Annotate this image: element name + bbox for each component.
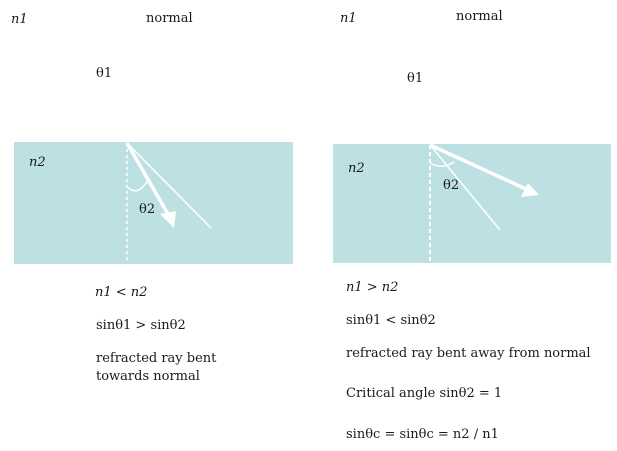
right-sine-relation: sinθ1 < sinθ2 (346, 313, 436, 328)
right-theta1-label: θ1 (407, 71, 424, 86)
right-critical-angle: Critical angle sinθ2 = 1 (346, 386, 503, 401)
left-theta2-label: θ2 (139, 202, 156, 217)
right-refracted-ray (429, 143, 527, 191)
left-theta1-label: θ1 (96, 66, 113, 81)
right-critical-formula: sinθc = sinθc = n2 / n1 (346, 427, 499, 442)
left-refracted-arrowhead (160, 211, 176, 228)
right-refracted-arrowhead (521, 183, 539, 197)
left-normal-label: normal (146, 11, 193, 26)
left-medium-n2 (14, 142, 293, 264)
right-incident-ray (429, 144, 501, 231)
right-theta2-label: θ2 (443, 178, 460, 193)
left-description-line1: refracted ray bent (96, 351, 217, 366)
left-theta2-arc (126, 179, 149, 192)
right-normal-label: normal (456, 9, 503, 24)
left-n1-label: n1 (11, 12, 28, 27)
left-reference-ray (126, 142, 212, 229)
left-n2-label: n2 (29, 155, 46, 170)
right-description: refracted ray bent away from normal (346, 346, 591, 361)
left-index-relation: n1 < n2 (95, 285, 148, 300)
left-refracted-ray (125, 142, 171, 217)
right-n1-label: n1 (340, 11, 357, 26)
left-description-line2: towards normal (96, 369, 200, 384)
right-n2-label: n2 (348, 161, 365, 176)
right-theta2-arc (429, 161, 455, 167)
right-index-relation: n1 > n2 (346, 280, 399, 295)
left-sine-relation: sinθ1 > sinθ2 (96, 318, 186, 333)
